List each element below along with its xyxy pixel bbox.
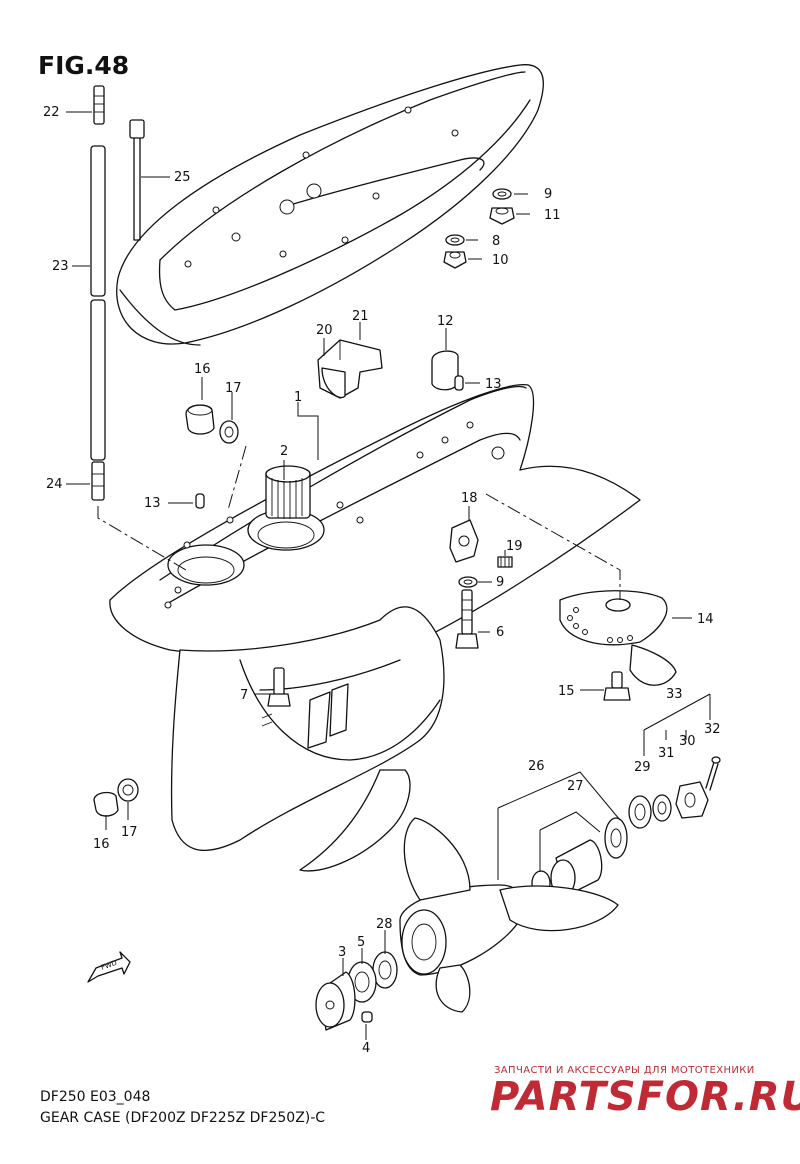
- label-part-4[interactable]: 4: [362, 1041, 370, 1056]
- label-part-9-mid[interactable]: 9: [496, 575, 504, 590]
- label-part-10[interactable]: 10: [492, 253, 509, 268]
- part-23-shaft: [90, 145, 106, 461]
- part-19-screw: [497, 556, 513, 568]
- label-part-13-left[interactable]: 13: [144, 496, 161, 511]
- watermark-brand: PARTSFOR.RU: [490, 1074, 800, 1120]
- part-26-propeller: [399, 817, 619, 1013]
- part-31-spacer: [652, 794, 672, 822]
- part-12-anode: [431, 350, 459, 391]
- label-part-8[interactable]: 8: [492, 234, 500, 249]
- figure-title: FIG.48: [38, 51, 129, 80]
- part-15-bolt: [603, 671, 631, 701]
- part-16-plug-lower: [93, 791, 119, 817]
- figure-caption: GEAR CASE (DF200Z DF225Z DF250Z)-C: [40, 1110, 325, 1126]
- part-30-nut: [675, 781, 709, 819]
- label-part-5[interactable]: 5: [357, 935, 365, 950]
- label-part-9-top[interactable]: 9: [544, 187, 552, 202]
- label-part-15[interactable]: 15: [558, 684, 575, 699]
- label-part-2[interactable]: 2: [280, 444, 288, 459]
- figure-code: DF250 E03_048: [40, 1089, 150, 1105]
- label-part-17-lower[interactable]: 17: [121, 825, 138, 840]
- part-13-pin-left: [195, 493, 205, 509]
- part-18-block: [449, 519, 479, 563]
- label-part-30[interactable]: 30: [679, 734, 696, 749]
- label-part-33[interactable]: 33: [666, 687, 683, 702]
- part-25-cable-tie: [129, 119, 145, 241]
- label-part-27[interactable]: 27: [567, 779, 584, 794]
- watermark: ЗАПЧАСТИ И АКСЕССУАРЫ ДЛЯ МОТОТЕХНИКИ PA…: [490, 1065, 800, 1120]
- fwd-arrow-icon: FWD: [87, 951, 131, 983]
- label-part-13-top[interactable]: 13: [485, 377, 502, 392]
- part-16-plug-upper: [185, 404, 215, 435]
- part-9-washer-mid: [458, 576, 478, 588]
- label-part-21[interactable]: 21: [352, 309, 369, 324]
- label-part-32[interactable]: 32: [704, 722, 721, 737]
- label-part-16-lower[interactable]: 16: [93, 837, 110, 852]
- label-part-31[interactable]: 31: [658, 746, 675, 761]
- label-part-11[interactable]: 11: [544, 208, 561, 223]
- label-part-7[interactable]: 7: [240, 688, 248, 703]
- part-3-thrust-hub: [315, 971, 356, 1031]
- label-part-18[interactable]: 18: [461, 491, 478, 506]
- part-29-washer: [628, 795, 652, 829]
- label-part-6[interactable]: 6: [496, 625, 504, 640]
- part-11-nut: [489, 207, 515, 225]
- part-4-pin: [361, 1011, 373, 1023]
- part-10-nut: [443, 251, 467, 269]
- label-part-12[interactable]: 12: [437, 314, 454, 329]
- part-6-bolt: [455, 589, 479, 649]
- gear-case-body: [109, 384, 641, 872]
- part-27-bushing: [531, 817, 628, 897]
- part-9-washer-top: [492, 188, 512, 200]
- part-13-pin-top: [454, 375, 464, 391]
- label-part-3[interactable]: 3: [338, 945, 346, 960]
- label-part-16-upper[interactable]: 16: [194, 362, 211, 377]
- part-20-21-bracket: [317, 339, 383, 399]
- label-part-24[interactable]: 24: [46, 477, 63, 492]
- label-part-25[interactable]: 25: [174, 170, 191, 185]
- part-17-gasket-lower: [117, 778, 139, 802]
- plate-cover: [116, 64, 544, 346]
- label-part-28[interactable]: 28: [376, 917, 393, 932]
- part-8-washer: [445, 234, 465, 246]
- watermark-tagline: ЗАПЧАСТИ И АКСЕССУАРЫ ДЛЯ МОТОТЕХНИКИ: [494, 1065, 755, 1076]
- label-part-14[interactable]: 14: [697, 612, 714, 627]
- label-part-19[interactable]: 19: [506, 539, 523, 554]
- label-part-17-upper[interactable]: 17: [225, 381, 242, 396]
- part-17-gasket-upper: [219, 420, 239, 444]
- label-part-1[interactable]: 1: [294, 390, 302, 405]
- label-part-20[interactable]: 20: [316, 323, 333, 338]
- label-part-26[interactable]: 26: [528, 759, 545, 774]
- label-part-29[interactable]: 29: [634, 760, 651, 775]
- label-part-23[interactable]: 23: [52, 259, 69, 274]
- part-14-trim-tab: [559, 590, 677, 686]
- leader-lines: [66, 111, 711, 1040]
- part-24-fitting: [91, 461, 105, 501]
- label-part-22[interactable]: 22: [43, 105, 60, 120]
- part-labels: 22 25 23 24 9 11 8 10 20 21 12 13 16 17 …: [43, 105, 721, 1056]
- part-7-bolt: [267, 667, 291, 707]
- part-32-pin: [705, 756, 721, 791]
- part-22-grease-nipple: [93, 85, 105, 125]
